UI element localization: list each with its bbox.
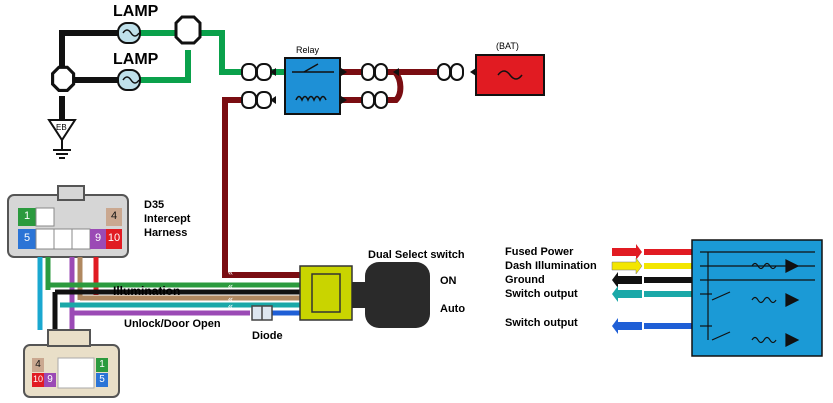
battery-fuse-icon [475,54,545,96]
pin-label: 1 [99,359,105,370]
harness-title-line2: Intercept [144,213,191,225]
ground-label: EB [56,123,67,132]
legend-arrows [611,244,643,334]
splice-node [174,15,202,45]
splice-node [51,65,76,92]
relay-label: Relay [296,45,320,55]
switch-panel [691,239,823,357]
legend-switch-output-2: Switch output [505,317,578,329]
legend-wires [644,249,692,329]
pin-label: 10 [32,374,43,384]
pin-label: 5 [99,374,105,385]
connector-arrows [270,68,476,104]
connector-icon [241,63,464,109]
svg-text:«: « [228,301,233,311]
legend-dash-illumination: Dash Illumination [505,260,597,272]
pin-label: 4 [110,210,118,222]
illumination-label: Illumination [113,284,181,298]
pin-label: 1 [23,210,31,222]
legend-ground: Ground [505,274,545,286]
harness-runs [37,282,300,330]
harness-title-line3: Harness [144,227,188,239]
harness-title-line1: D35 [144,199,165,211]
pin-label: 5 [23,232,31,244]
pin-label: 4 [35,359,41,370]
pin-label: 9 [47,374,53,385]
legend-fused-power: Fused Power [505,246,574,258]
diode-label: Diode [252,330,283,342]
switch-connector-icon [299,265,353,321]
dual-select-switch [352,262,430,328]
lamp-label-top: LAMP [113,3,159,20]
relay-icon [284,57,341,115]
battery-label: (BAT) [496,41,519,51]
lamp-icon [117,69,141,91]
dual-switch-label: Dual Select switch [368,249,465,261]
auto-label: Auto [440,303,466,315]
svg-text:«: « [228,294,233,304]
unlock-label: Unlock/Door Open [124,318,221,330]
svg-text:«: « [228,267,233,277]
harness-arrows: « « « « [228,267,233,311]
lamp-label-bottom: LAMP [113,51,159,68]
d35-connector-bottom [23,329,120,398]
diode-icon [251,305,273,321]
pin-label: 9 [94,232,102,244]
svg-text:«: « [228,281,233,291]
lamp-icon [117,22,141,44]
legend-switch-output-1: Switch output [505,288,578,300]
d35-connector-top [7,185,129,258]
on-label: ON [440,275,457,287]
ground-icon [47,119,77,159]
pin-label: 10 [107,232,121,244]
